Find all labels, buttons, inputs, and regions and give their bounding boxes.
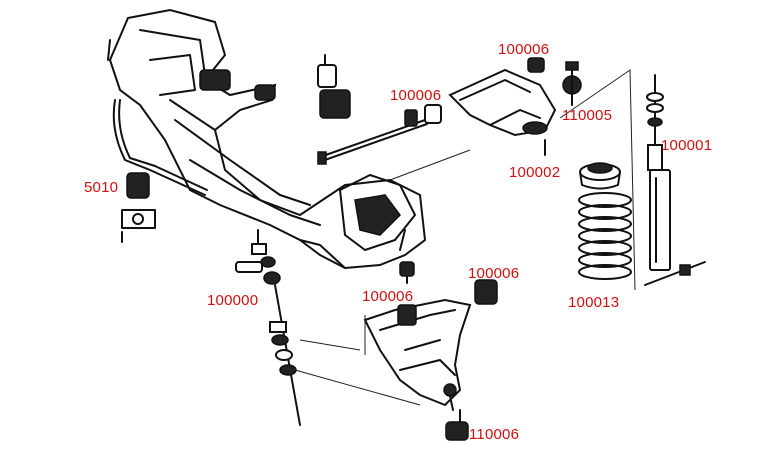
- lower-control-arm: [363, 279, 498, 411]
- label-spring-seat: 100002: [509, 164, 561, 181]
- label-upper-rod-bushing: 100006: [390, 87, 442, 104]
- lower-ball-joint: [445, 409, 469, 441]
- label-sway-link: 100000: [207, 292, 259, 309]
- upper-ball-joint: [562, 61, 582, 106]
- upper-control-arm: [448, 57, 557, 156]
- spring-seat: [579, 162, 621, 190]
- leader-lines: [294, 69, 636, 406]
- upper-arm-bolt: [317, 104, 442, 165]
- label-lower-ball-joint: 110006: [469, 426, 520, 443]
- coil-spring: [578, 192, 632, 280]
- label-upper-ball-joint: 110005: [562, 107, 613, 124]
- label-upper-bushing: 100006: [498, 41, 550, 58]
- frame-mount-bushing: [317, 54, 351, 119]
- label-stabilizer-bushing: 5010: [84, 179, 119, 196]
- label-shock-absorber: 100001: [661, 137, 713, 154]
- sway-link: [235, 229, 301, 426]
- stabilizer-bushing: [121, 172, 156, 243]
- label-coil-spring: 100013: [568, 294, 620, 311]
- label-lower-bushing: 100006: [468, 265, 520, 282]
- label-frame-bushing: 100006: [362, 288, 414, 305]
- frame-crossmember: [107, 8, 427, 270]
- shock-absorber: [644, 74, 706, 286]
- frame-bottom-bushing: [399, 261, 415, 284]
